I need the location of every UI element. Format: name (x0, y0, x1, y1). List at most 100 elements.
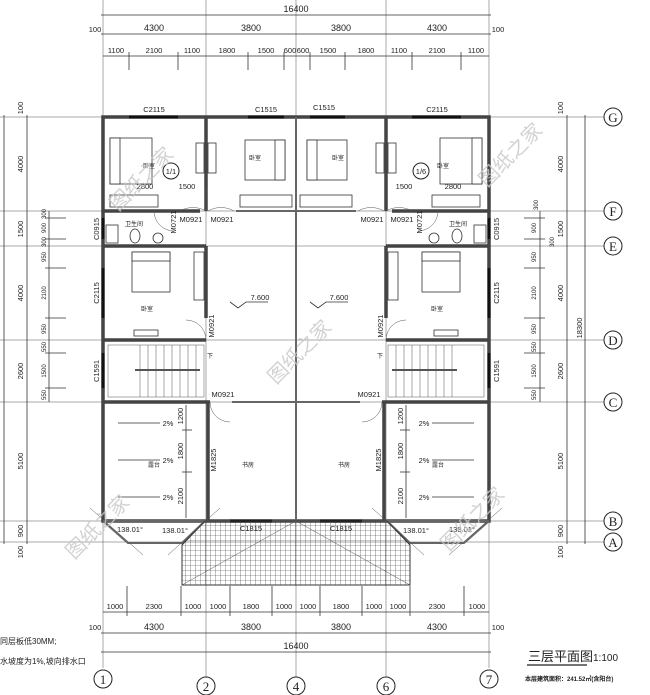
door-label: M0921 (361, 215, 384, 224)
shower-icon (473, 224, 487, 244)
stair-down-label: 下 (377, 353, 383, 360)
terrace-dim-lines (118, 301, 474, 518)
axis-7: 7 (486, 672, 493, 687)
bottom-dimensions: 1000 2300 1000 1000 1800 1000 1000 1800 … (89, 586, 505, 653)
toilet-icon (129, 228, 141, 244)
door-label: M0921 (212, 390, 235, 399)
door-label: M0921 (391, 215, 414, 224)
dim-inner: 550 (42, 389, 48, 400)
cabinet-icon (239, 194, 293, 208)
dim-detail: 600 (297, 46, 310, 55)
terrace-dim: 1200 (396, 408, 405, 425)
desk-icon (433, 329, 459, 337)
room-label-bedroom: 卧室 (143, 162, 155, 170)
dim-outer: 2600 (16, 363, 25, 380)
slope-label: 2% (419, 456, 430, 465)
dim-total: 18300 (575, 318, 584, 339)
drawing-title: 三层平面图 (528, 649, 593, 664)
slope-label: 2% (419, 419, 430, 428)
room-label-bedroom: 卧室 (431, 305, 443, 313)
dim-outer: 5100 (16, 453, 25, 470)
dim-inner: 300 (534, 199, 540, 210)
elevation-label: 7.600 (251, 293, 270, 302)
dim-overall: 16400 (283, 4, 308, 14)
dim-outer: 2600 (556, 363, 565, 380)
dim-detail: 1000 (210, 602, 227, 611)
room-label-bathroom: 卫生间 (125, 220, 143, 228)
walls (101, 115, 491, 523)
axis-b: B (609, 514, 618, 529)
dim-outer: 900 (16, 525, 25, 538)
axis-d: D (608, 333, 617, 348)
window-label: C2115 (492, 282, 501, 304)
axis-bubbles-columns: 1 2 4 6 7 (93, 669, 499, 695)
dim-detail: 1800 (219, 46, 236, 55)
dim-detail: 1800 (243, 602, 260, 611)
axis-1: 1 (100, 672, 107, 687)
terrace-dim: 2100 (176, 488, 185, 505)
left-dimensions: 100 4000 1500 4000 2600 5100 900 100 300… (3, 102, 66, 559)
window-label: C1815 (240, 524, 262, 533)
top-dimensions: 16400 100 100 4300 3800 3800 4300 1100 2… (89, 4, 505, 70)
dim-axis: 4300 (427, 23, 447, 33)
dim-outer: 5100 (556, 453, 565, 470)
room-label-bedroom: 卧室 (141, 305, 153, 313)
note-line-1: 同层板低30MM; (0, 636, 56, 646)
dim-axis: 3800 (331, 622, 351, 632)
dim-outer: 4000 (556, 285, 565, 302)
svg-text:图纸之家: 图纸之家 (436, 482, 510, 556)
svg-text:1/1: 1/1 (166, 167, 176, 176)
dim-outer: 100 (16, 102, 25, 115)
window-label: C2115 (92, 282, 101, 304)
axis-e: E (609, 239, 617, 254)
dim-axis: 3800 (331, 23, 351, 33)
dim-detail: 1000 (390, 602, 407, 611)
room-label-terrace: 露台 (148, 461, 160, 469)
dim-detail: 1000 (300, 602, 317, 611)
stairs (107, 344, 485, 398)
desk-icon (133, 329, 159, 337)
dim-edge: 100 (89, 25, 102, 34)
dim-inner: 2100 (532, 286, 538, 300)
dim-edge: 100 (492, 623, 505, 632)
dim-detail: 1000 (276, 602, 293, 611)
dim-detail: 1000 (469, 602, 486, 611)
dim-outer: 4000 (16, 285, 25, 302)
terrace-dim: 2100 (396, 488, 405, 505)
door-label: M0721 (169, 211, 178, 234)
sink-icon (428, 232, 440, 244)
dim-detail: 1100 (468, 46, 484, 55)
room-label-bedroom: 卧室 (249, 154, 261, 162)
dim-detail: 2100 (146, 46, 163, 55)
dim-outer: 100 (16, 546, 25, 559)
room-label-terrace: 露台 (432, 461, 444, 469)
dim-inner: 950 (532, 251, 538, 262)
room-label-study: 书房 (338, 461, 350, 469)
dim-label: 2800 (137, 182, 154, 191)
svg-text:图纸之家: 图纸之家 (474, 118, 548, 192)
axis-2: 2 (203, 679, 210, 694)
furniture (105, 137, 487, 337)
dim-inner: 550 (42, 341, 48, 352)
dim-inner: 550 (532, 389, 538, 400)
slope-label: 2% (163, 456, 174, 465)
slope-label: 2% (419, 493, 430, 502)
dim-inner: 300 (42, 236, 48, 247)
toilet-icon (451, 228, 463, 244)
sink-icon (152, 232, 164, 244)
dim-axis: 3800 (241, 23, 261, 33)
dim-edge: 100 (492, 25, 505, 34)
dim-outer: 100 (556, 102, 565, 115)
doors (153, 188, 439, 423)
note-line-2: 水坡度为1%,坡向排水口 (0, 656, 86, 666)
dim-inner: 900 (532, 222, 538, 233)
dim-inner: 950 (532, 323, 538, 334)
window-label: C1591 (492, 360, 501, 382)
angle-label: 138.01° (449, 525, 475, 534)
window-label: C0915 (92, 218, 101, 240)
door-label: M0921 (376, 315, 385, 338)
dim-detail: 1500 (258, 46, 275, 55)
dim-axis: 4300 (427, 622, 447, 632)
window-label: C2115 (143, 105, 165, 114)
dim-detail: 1000 (107, 602, 124, 611)
